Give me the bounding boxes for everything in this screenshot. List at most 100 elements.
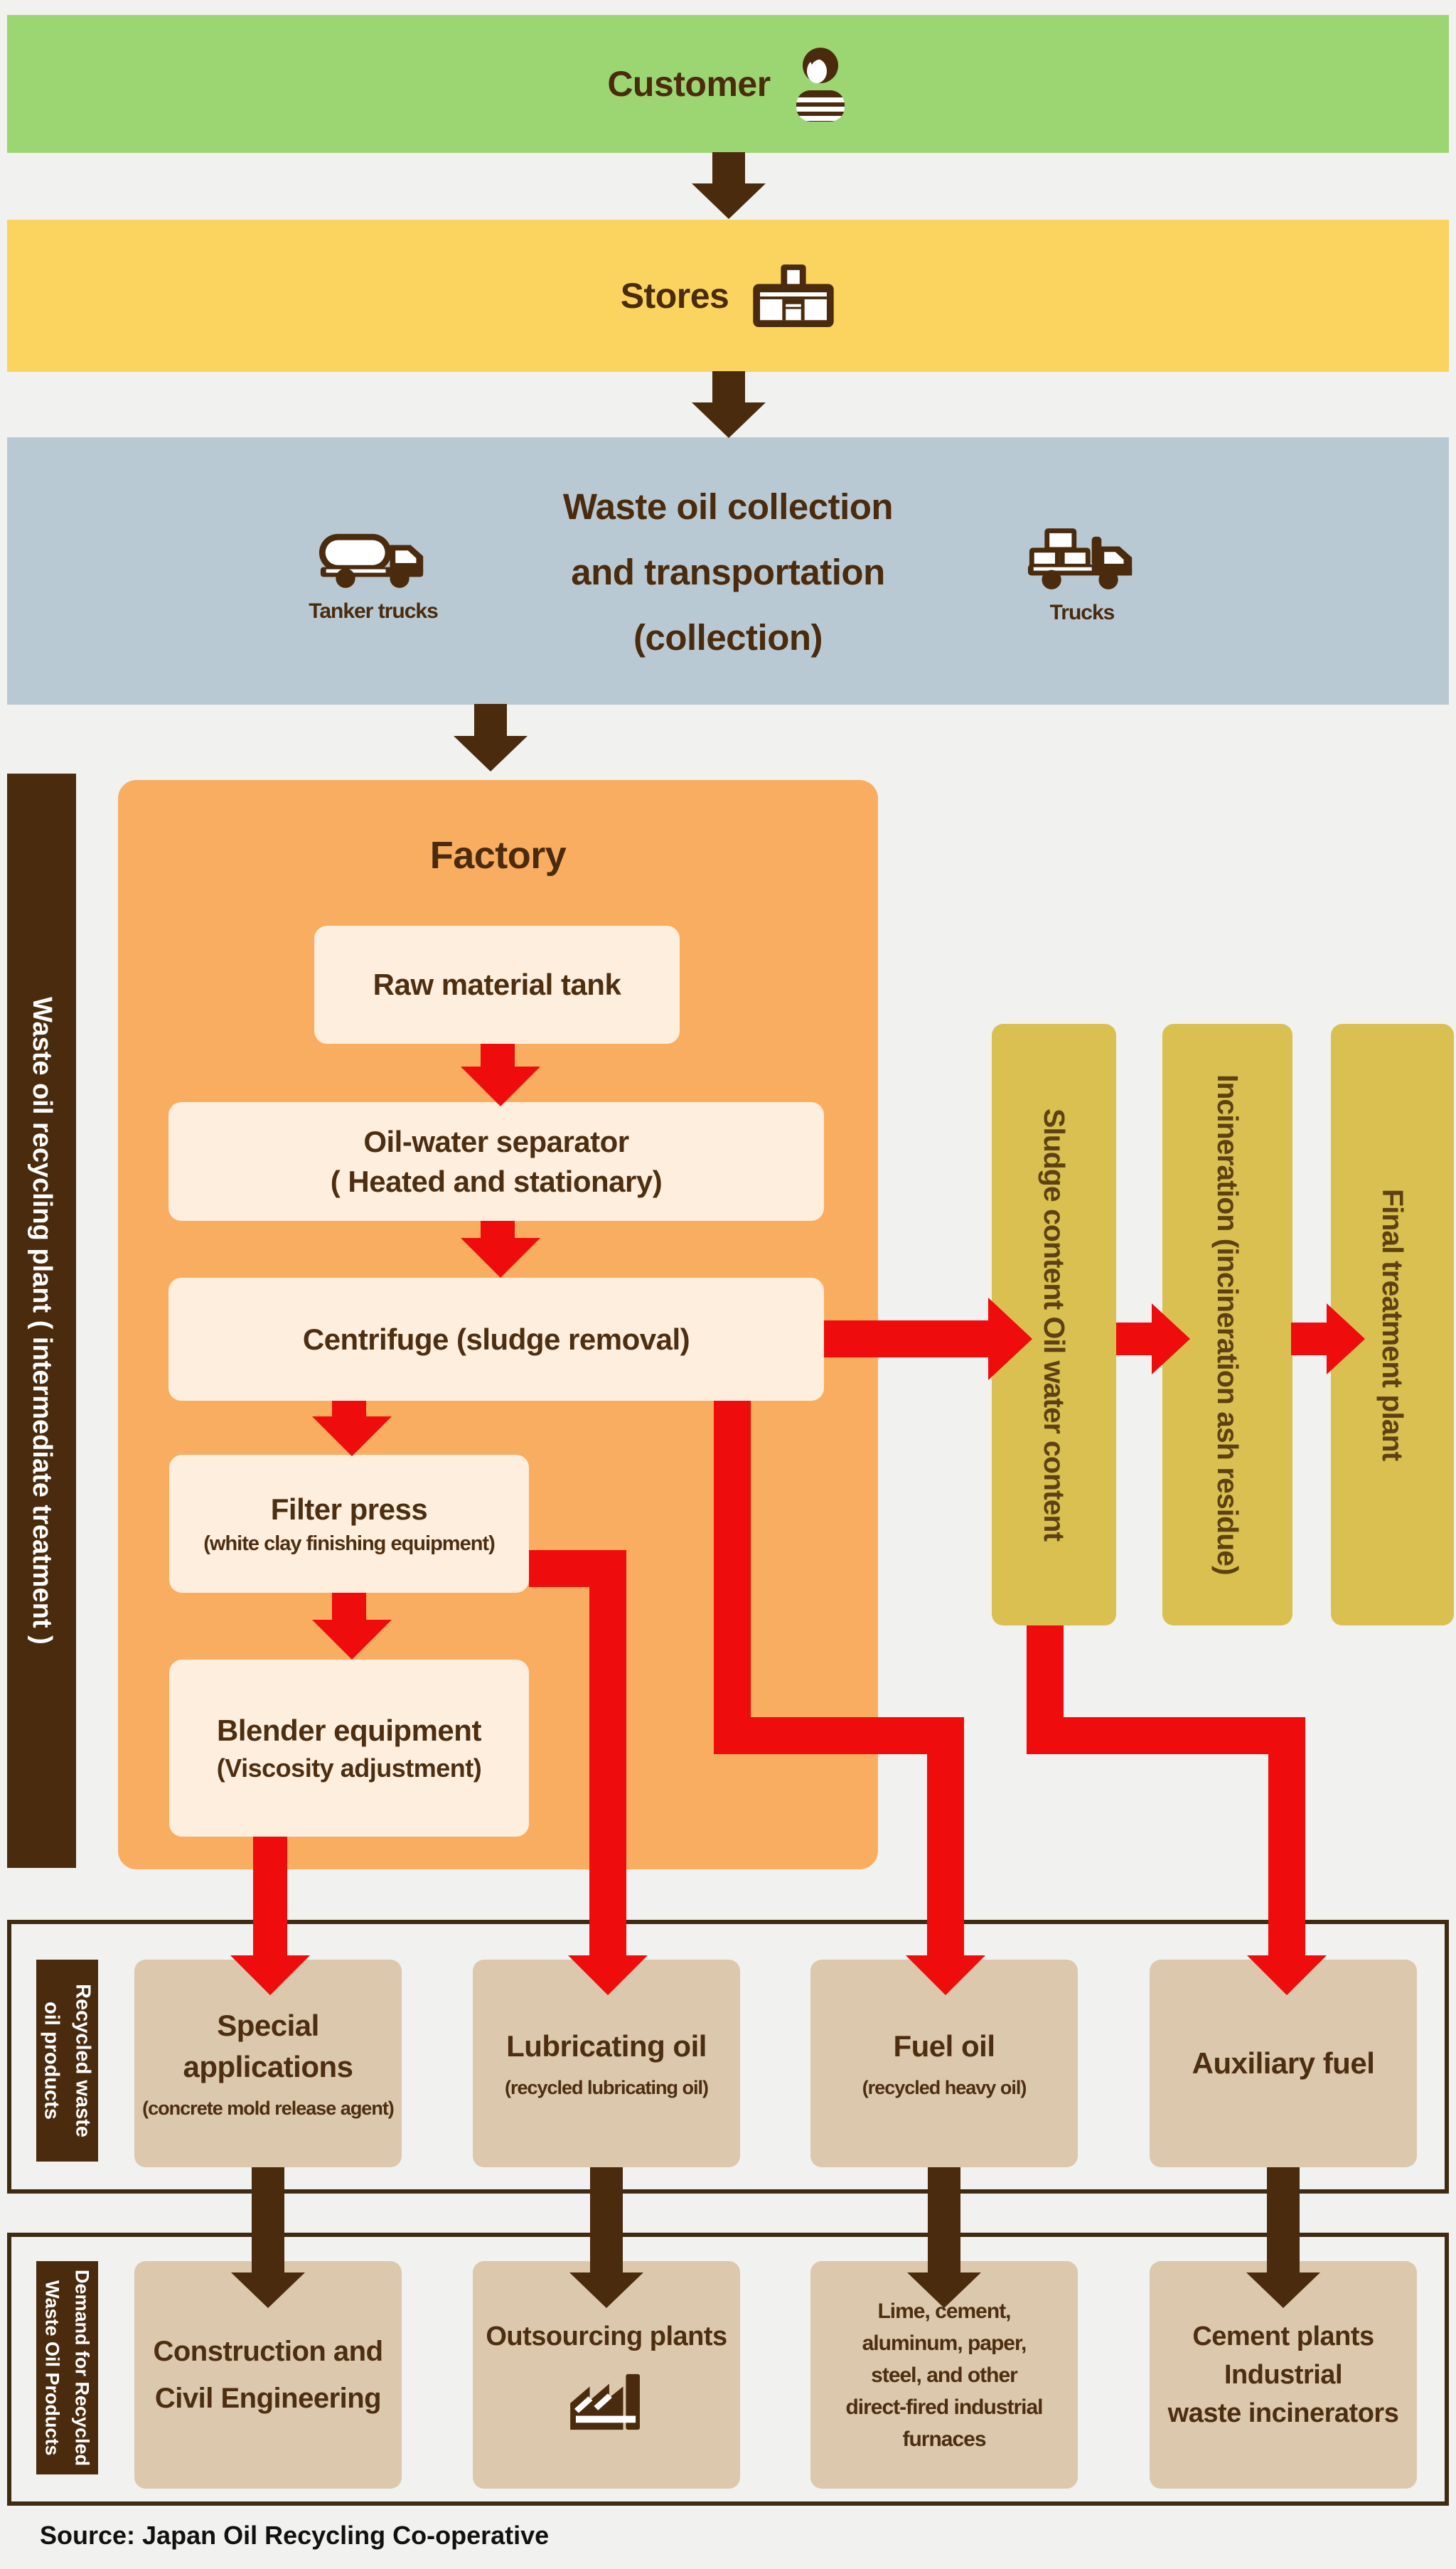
flow-arrow-lubricating-to-outsourcing	[590, 2167, 623, 2274]
red-arrowhead-separator-to-centrifuge	[461, 1238, 540, 1278]
tanker-truck-icon	[318, 533, 424, 588]
red-arrowhead-incineration-to-final	[1327, 1303, 1365, 1374]
step-centrifuge-label: Centrifuge (sludge removal)	[302, 1322, 690, 1356]
red-arrow-blender-to-special	[253, 1837, 287, 1957]
step-separator-line2: ( Heated and stationary)	[330, 1164, 663, 1198]
red-arrowhead-centrifuge-to-fuel	[906, 1955, 985, 1995]
red-arrow-separator-to-centrifuge	[481, 1221, 515, 1239]
step-filter-press-title: Filter press	[270, 1492, 428, 1526]
step-raw-material-tank: Raw material tank	[314, 926, 680, 1044]
demand-section-label-bar: Demand for Recycled Waste Oil Products	[36, 2261, 98, 2474]
red-arrowhead-filter-to-lubricating	[568, 1955, 648, 1995]
demand-cement-line1: Cement plants	[1192, 2322, 1374, 2351]
product-lubricating-title: Lubricating oil	[506, 2029, 707, 2063]
demand-cement-line3: waste incinerators	[1167, 2398, 1399, 2428]
red-arrow-centrifuge-to-sludge	[824, 1320, 992, 1357]
demand-construction-line1: Construction and	[153, 2336, 383, 2367]
demand-section-frame	[7, 2233, 1449, 2506]
flow-arrowhead-stores-to-collection	[692, 402, 766, 438]
red-arrow-incineration-to-final	[1291, 1323, 1328, 1355]
flow-arrowhead-lubricating-to-outsourcing	[569, 2272, 643, 2308]
factory-icon	[570, 2373, 640, 2430]
demand-furnaces-line2: aluminum, paper,	[862, 2331, 1027, 2355]
step-filter-press-sub: (white clay finishing equipment)	[203, 1532, 495, 1555]
demand-cement-plants: Cement plants Industrial waste incinerat…	[1150, 2261, 1417, 2489]
collection-banner: Waste oil collection and transportation …	[7, 437, 1449, 705]
plant-sidebar-label-bar: Waste oil recycling plant ( intermediate…	[7, 774, 76, 1868]
product-fuel-sub: (recycled heavy oil)	[862, 2077, 1027, 2098]
factory-title: Factory	[429, 834, 567, 877]
demand-section-label: Demand for Recycled Waste Oil Products	[38, 2270, 97, 2466]
plant-sidebar-label: Waste oil recycling plant ( intermediate…	[27, 997, 57, 1645]
collection-title: Waste oil collection and transportation …	[7, 474, 1449, 671]
demand-label-line1: Demand for Recycled	[71, 2269, 93, 2467]
product-special-sub: (concrete mold release agent)	[142, 2098, 395, 2119]
products-label-line2: oil products	[40, 2002, 63, 2120]
product-lubricating-oil: Lubricating oil (recycled lubricating oi…	[473, 1960, 740, 2167]
flow-arrow-collection-to-factory	[474, 704, 507, 737]
step-raw-material-tank-label: Raw material tank	[373, 968, 621, 1001]
demand-furnaces-line5: furnaces	[902, 2427, 986, 2451]
red-arrow-centrifuge-to-fuel-vertical1	[714, 1401, 751, 1754]
flow-arrow-stores-to-collection	[712, 371, 745, 404]
tanker-trucks-group: Tanker trucks	[291, 528, 455, 624]
collection-title-line3: (collection)	[633, 617, 823, 658]
red-arrow-sludge-to-incineration	[1116, 1323, 1153, 1355]
step-oil-water-separator: Oil-water separator ( Heated and station…	[168, 1102, 824, 1221]
products-section-label-bar: Recycled waste oil products	[36, 1960, 98, 2162]
trucks-label: Trucks	[1049, 601, 1115, 624]
red-arrowhead-sludge-to-auxiliary	[1247, 1955, 1327, 1995]
stores-label: Stores	[620, 276, 729, 316]
product-special-line1: Special	[217, 2009, 319, 2042]
red-arrowhead-filter-to-blender	[312, 1620, 392, 1660]
product-auxiliary-title: Auxiliary fuel	[1192, 2046, 1375, 2080]
disposal-final-treatment-box: Final treatment plant	[1331, 1024, 1454, 1625]
person-icon	[796, 48, 845, 122]
trucks-group: Trucks	[1011, 528, 1153, 625]
customer-banner: Customer	[7, 15, 1449, 153]
red-arrowhead-blender-to-special	[230, 1955, 310, 1995]
step-filter-press: Filter press (white clay finishing equip…	[169, 1455, 529, 1593]
collection-title-line2: and transportation	[571, 552, 885, 592]
demand-construction-line2: Civil Engineering	[154, 2383, 382, 2414]
products-label-line1: Recycled waste	[71, 1983, 95, 2137]
disposal-sludge-label: Sludge content Oil water content	[1038, 1108, 1071, 1542]
red-arrowhead-sludge-to-incineration	[1152, 1303, 1190, 1374]
step-blender-equipment: Blender equipment (Viscosity adjustment)	[169, 1660, 529, 1837]
customer-label: Customer	[607, 64, 771, 104]
truck-icon	[1027, 528, 1133, 589]
stores-banner: Stores	[7, 220, 1449, 372]
flow-arrowhead-special-to-construction	[231, 2272, 305, 2308]
red-arrow-raw-to-separator	[481, 1044, 515, 1068]
product-special-line2: applications	[183, 2050, 353, 2083]
flow-arrow-special-to-construction	[252, 2167, 284, 2274]
step-centrifuge: Centrifuge (sludge removal)	[168, 1278, 824, 1401]
red-arrow-sludge-to-auxiliary-horizontal	[1027, 1717, 1305, 1754]
disposal-final-treatment-label: Final treatment plant	[1376, 1188, 1409, 1461]
red-arrow-filter-to-blender	[332, 1593, 366, 1621]
product-auxiliary-fuel: Auxiliary fuel	[1150, 1960, 1417, 2167]
red-arrowhead-raw-to-separator	[461, 1067, 540, 1106]
step-blender-sub: (Viscosity adjustment)	[216, 1753, 482, 1783]
source-note: Source: Japan Oil Recycling Co-operative	[40, 2521, 550, 2550]
flow-arrow-customer-to-stores	[712, 152, 745, 185]
red-arrow-centrifuge-to-filter	[332, 1401, 366, 1418]
flow-arrow-auxiliary-to-cement	[1267, 2167, 1300, 2274]
flow-arrow-fuel-to-furnaces	[928, 2167, 960, 2274]
demand-furnaces-line4: direct-fired industrial	[845, 2395, 1043, 2419]
flow-arrowhead-fuel-to-furnaces	[907, 2272, 981, 2308]
red-arrowhead-centrifuge-to-sludge	[988, 1298, 1032, 1380]
flow-arrowhead-customer-to-stores	[692, 183, 766, 219]
store-icon	[753, 265, 835, 327]
flow-arrowhead-collection-to-factory	[454, 736, 528, 771]
red-arrowhead-centrifuge-to-filter	[312, 1416, 392, 1456]
collection-title-line1: Waste oil collection	[562, 486, 894, 527]
demand-cement-line2: Industrial	[1224, 2360, 1343, 2390]
disposal-incineration-label: Incineration (incineration ash residue)	[1211, 1074, 1244, 1575]
demand-furnaces-line3: steel, and other	[871, 2363, 1018, 2387]
red-arrow-sludge-to-auxiliary-vertical2	[1268, 1717, 1305, 1957]
products-section-frame	[7, 1920, 1449, 2194]
red-arrow-centrifuge-to-fuel-vertical2	[927, 1717, 964, 1957]
step-separator-line1: Oil-water separator	[363, 1124, 629, 1158]
